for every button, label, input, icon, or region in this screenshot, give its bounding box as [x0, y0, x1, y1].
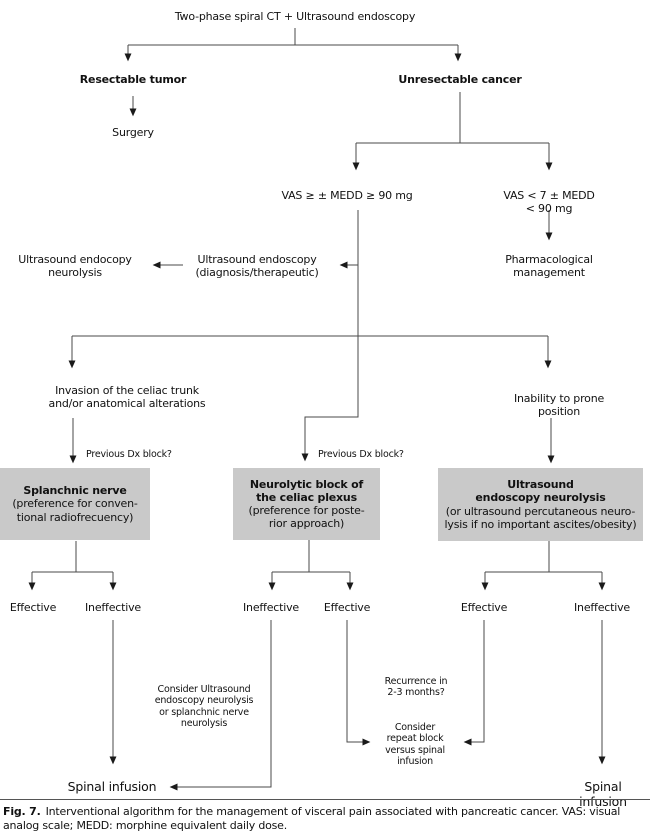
node-celiac-invasion: Invasion of the celiac trunk and/or anat… [48, 384, 206, 411]
node-unresectable-cancer: Unresectable cancer [398, 73, 522, 86]
node-vas-high: VAS ≥ ± MEDD ≥ 90 mg [281, 189, 413, 202]
node-root: Two-phase spiral CT + Ultrasound endosco… [174, 10, 416, 23]
node-inability-prone: Inability to prone position [513, 392, 605, 419]
figure-caption: Fig. 7.Interventional algorithm for the … [0, 799, 650, 834]
outcome-left-effective: Effective [9, 601, 57, 614]
outcome-right-effective: Effective [460, 601, 508, 614]
box-neurolytic-subtitle: (preference for poste- rior approach) [248, 504, 365, 531]
outcome-middle-ineffective: Ineffective [243, 601, 299, 614]
outcome-right-ineffective: Ineffective [574, 601, 630, 614]
note-recurrence: Recurrence in 2-3 months? [384, 676, 448, 699]
box-ultrasound-endoscopy-neurolysis: Ultrasound endoscopy neurolysis (or ultr… [438, 468, 643, 541]
node-pharmacological-management: Pharmacological management [505, 253, 593, 280]
note-consider-repeat-block: Consider repeat block versus spinal infu… [385, 722, 445, 768]
box-splanchnic-subtitle: (preference for conven- tional radiofrec… [12, 497, 138, 524]
node-resectable-tumor: Resectable tumor [79, 73, 187, 86]
note-consider-us-neurolysis: Consider Ultrasound endoscopy neurolysis… [154, 684, 254, 730]
node-us-endoscopy-neurolysis: Ultrasound endocopy neurolysis [18, 253, 132, 280]
terminal-spinal-infusion-left: Spinal infusion [67, 779, 157, 794]
node-us-endoscopy-diagnostic: Ultrasound endoscopy (diagnosis/therapeu… [195, 253, 319, 280]
figure-caption-label: Fig. 7. [3, 805, 41, 818]
box-neurolytic-title: Neurolytic block of the celiac plexus [249, 477, 364, 504]
box-splanchnic-title: Splanchnic nerve [23, 484, 127, 498]
outcome-middle-effective: Effective [323, 601, 371, 614]
box-ultrasound-subtitle: (or ultrasound percutaneous neuro- lysis… [444, 504, 637, 531]
figure-caption-text: Interventional algorithm for the managem… [3, 805, 621, 833]
label-previous-dx-middle: Previous Dx block? [318, 449, 404, 460]
box-splanchnic-nerve: Splanchnic nerve (preference for conven-… [0, 468, 150, 540]
box-neurolytic-celiac-plexus: Neurolytic block of the celiac plexus (p… [233, 468, 380, 540]
outcome-left-ineffective: Ineffective [85, 601, 141, 614]
node-surgery: Surgery [112, 126, 154, 139]
node-vas-low: VAS < 7 ± MEDD < 90 mg [503, 189, 595, 216]
terminal-spinal-infusion-right: Spinal infusion [579, 779, 627, 809]
box-ultrasound-title: Ultrasound endoscopy neurolysis [475, 478, 606, 505]
label-previous-dx-left: Previous Dx block? [86, 449, 172, 460]
